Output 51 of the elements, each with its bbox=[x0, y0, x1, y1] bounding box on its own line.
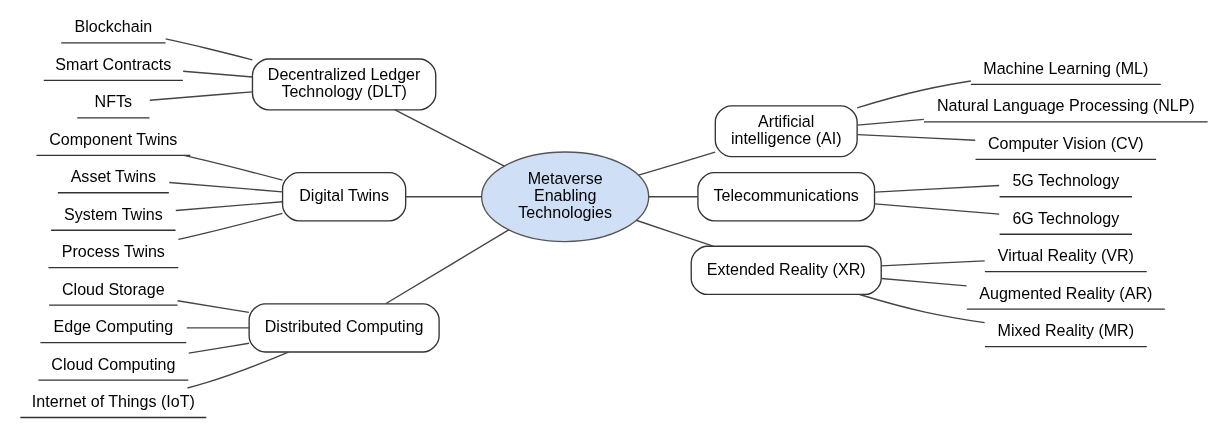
node-text: Machine Learning (ML) bbox=[983, 58, 1149, 77]
node-text: Component Twins bbox=[49, 129, 178, 148]
connector bbox=[874, 184, 1000, 193]
connector bbox=[182, 70, 254, 78]
node-text: 5G Technology bbox=[1012, 171, 1120, 190]
connector bbox=[647, 196, 699, 198]
node-text: Smart Contracts bbox=[55, 54, 172, 73]
node-box: Artificial intelligence (AI) bbox=[714, 105, 858, 158]
node-text: Edge Computing bbox=[53, 317, 174, 336]
node-text: Cloud Computing bbox=[51, 354, 176, 373]
node-box: Digital Twins bbox=[281, 172, 407, 222]
connector bbox=[874, 203, 1000, 215]
node-text: System Twins bbox=[63, 204, 163, 223]
connector bbox=[186, 351, 290, 389]
connector bbox=[635, 219, 714, 247]
node-box: Extended Reality (XR) bbox=[690, 245, 882, 296]
node-text: NFTs bbox=[94, 92, 133, 111]
node-text: Asset Twins bbox=[70, 167, 156, 186]
node-text: Process Twins bbox=[61, 242, 165, 261]
node-box: Distributed Computing bbox=[248, 303, 440, 353]
connector bbox=[177, 212, 284, 241]
node-text: Computer Vision (CV) bbox=[987, 133, 1144, 152]
connector bbox=[149, 91, 254, 101]
connector bbox=[165, 38, 253, 61]
node-text: Natural Language Processing (NLP) bbox=[936, 96, 1195, 115]
connector bbox=[168, 181, 283, 193]
connector bbox=[405, 196, 483, 198]
connector bbox=[880, 277, 968, 287]
node-box: Decentralized Ledger Technology (DLT) bbox=[251, 58, 437, 111]
node-text: Blockchain bbox=[74, 17, 153, 36]
node-text: Virtual Reality (VR) bbox=[997, 246, 1134, 265]
node-text: 6G Technology bbox=[1012, 208, 1120, 227]
connector bbox=[394, 109, 506, 167]
connector bbox=[188, 342, 250, 354]
connector bbox=[183, 154, 284, 181]
connector bbox=[186, 327, 250, 329]
connector bbox=[856, 118, 925, 126]
connector bbox=[856, 133, 976, 141]
node-text: Cloud Storage bbox=[62, 279, 165, 298]
node-ellipse: Metaverse Enabling Technologies bbox=[480, 151, 650, 243]
connector bbox=[176, 300, 250, 314]
connector bbox=[385, 228, 510, 305]
node-text: Augmented Reality (AR) bbox=[979, 283, 1153, 302]
connector bbox=[637, 151, 716, 176]
node-text: Internet of Things (IoT) bbox=[31, 391, 195, 410]
connector bbox=[880, 260, 986, 267]
connector bbox=[175, 201, 283, 212]
node-box: Telecommunications bbox=[697, 172, 876, 222]
node-text: Mixed Reality (MR) bbox=[997, 321, 1135, 340]
connector bbox=[858, 293, 986, 324]
connector bbox=[856, 80, 972, 109]
